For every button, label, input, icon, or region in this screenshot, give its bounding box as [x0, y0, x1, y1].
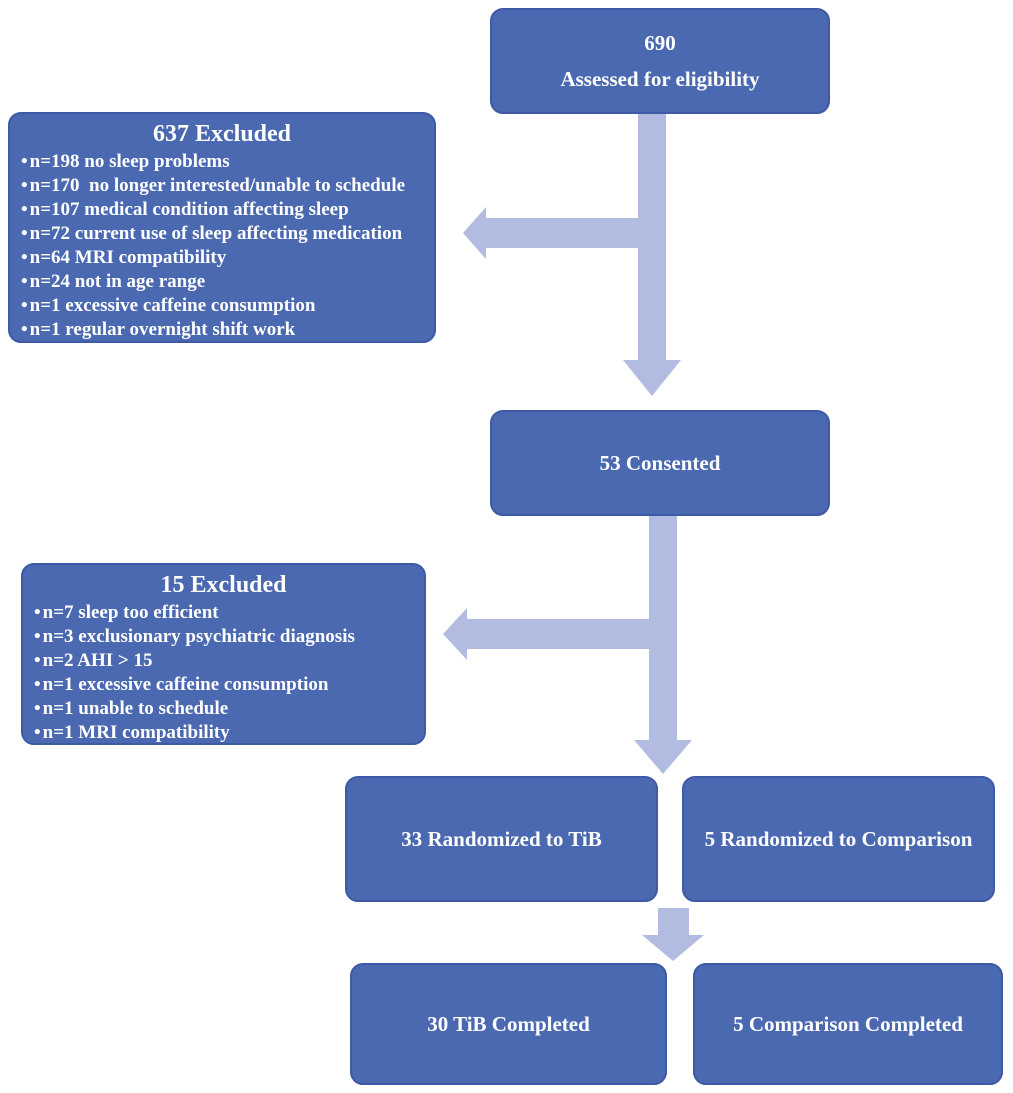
bullet-icon: • — [21, 319, 28, 340]
tib-completed-label: 30 TiB Completed — [427, 1012, 590, 1036]
arrow-to-excluded-637-icon — [463, 207, 652, 259]
randomized-comparison-box: 5 Randomized to Comparison — [682, 776, 995, 902]
randomized-tib-label: 33 Randomized to TiB — [401, 827, 602, 851]
excluded-637-list: •n=198 no sleep problems •n=170 no longe… — [21, 150, 423, 342]
arrow-assessed-to-consented-icon — [623, 114, 681, 396]
bullet-icon: • — [21, 295, 28, 316]
list-item: •n=1 MRI compatibility — [34, 722, 230, 743]
bullet-icon: • — [21, 247, 28, 268]
list-item: •n=1 excessive caffeine consumption — [34, 674, 329, 695]
bullet-icon: • — [21, 151, 28, 172]
excluded-15-list: •n=7 sleep too efficient •n=3 exclusiona… — [34, 601, 413, 745]
randomized-tib-box: 33 Randomized to TiB — [345, 776, 658, 902]
tib-completed-box: 30 TiB Completed — [350, 963, 667, 1085]
bullet-icon: • — [34, 674, 41, 695]
arrow-to-excluded-15-icon — [443, 608, 663, 660]
arrow-consented-to-randomized-icon — [634, 516, 692, 774]
randomized-comparison-label: 5 Randomized to Comparison — [704, 827, 973, 851]
bullet-icon: • — [34, 602, 41, 623]
assessed-count: 690 — [644, 31, 676, 55]
assessed-label: Assessed for eligibility — [560, 67, 760, 91]
list-item: •n=2 AHI > 15 — [34, 650, 153, 671]
excluded-15-box: 15 Excluded •n=7 sleep too efficient •n=… — [21, 563, 426, 745]
comparison-completed-box: 5 Comparison Completed — [693, 963, 1003, 1085]
list-item: •n=107 medical condition affecting sleep — [21, 199, 349, 220]
comparison-completed-label: 5 Comparison Completed — [733, 1012, 963, 1036]
excluded-15-title: 15 Excluded — [160, 572, 287, 598]
bullet-icon: • — [34, 698, 41, 719]
arrow-randomized-to-completed-icon — [642, 908, 704, 961]
list-item: •n=170 no longer interested/unable to sc… — [21, 175, 406, 196]
list-item: •n=72 current use of sleep affecting med… — [21, 223, 403, 244]
list-item: •n=24 not in age range — [21, 271, 206, 292]
bullet-icon: • — [21, 223, 28, 244]
consented-label: 53 Consented — [599, 451, 721, 475]
list-item: •n=3 exclusionary psychiatric diagnosis — [34, 626, 355, 647]
consented-box: 53 Consented — [490, 410, 830, 516]
excluded-637-title: 637 Excluded — [152, 121, 292, 147]
bullet-icon: • — [21, 271, 28, 292]
list-item: •n=1 unable to schedule — [34, 698, 229, 719]
list-item: •n=7 sleep too efficient — [34, 602, 219, 623]
assessed-box: 690 Assessed for eligibility — [490, 8, 830, 114]
bullet-icon: • — [34, 626, 41, 647]
bullet-icon: • — [21, 175, 28, 196]
list-item: •n=64 MRI compatibility — [21, 247, 227, 268]
excluded-637-box: 637 Excluded •n=198 no sleep problems •n… — [8, 112, 436, 343]
bullet-icon: • — [34, 650, 41, 671]
bullet-icon: • — [34, 722, 41, 743]
list-item: •n=1 excessive caffeine consumption — [21, 295, 316, 316]
bullet-icon: • — [21, 199, 28, 220]
list-item: •n=198 no sleep problems — [21, 151, 230, 172]
list-item: •n=1 regular overnight shift work — [21, 319, 296, 340]
